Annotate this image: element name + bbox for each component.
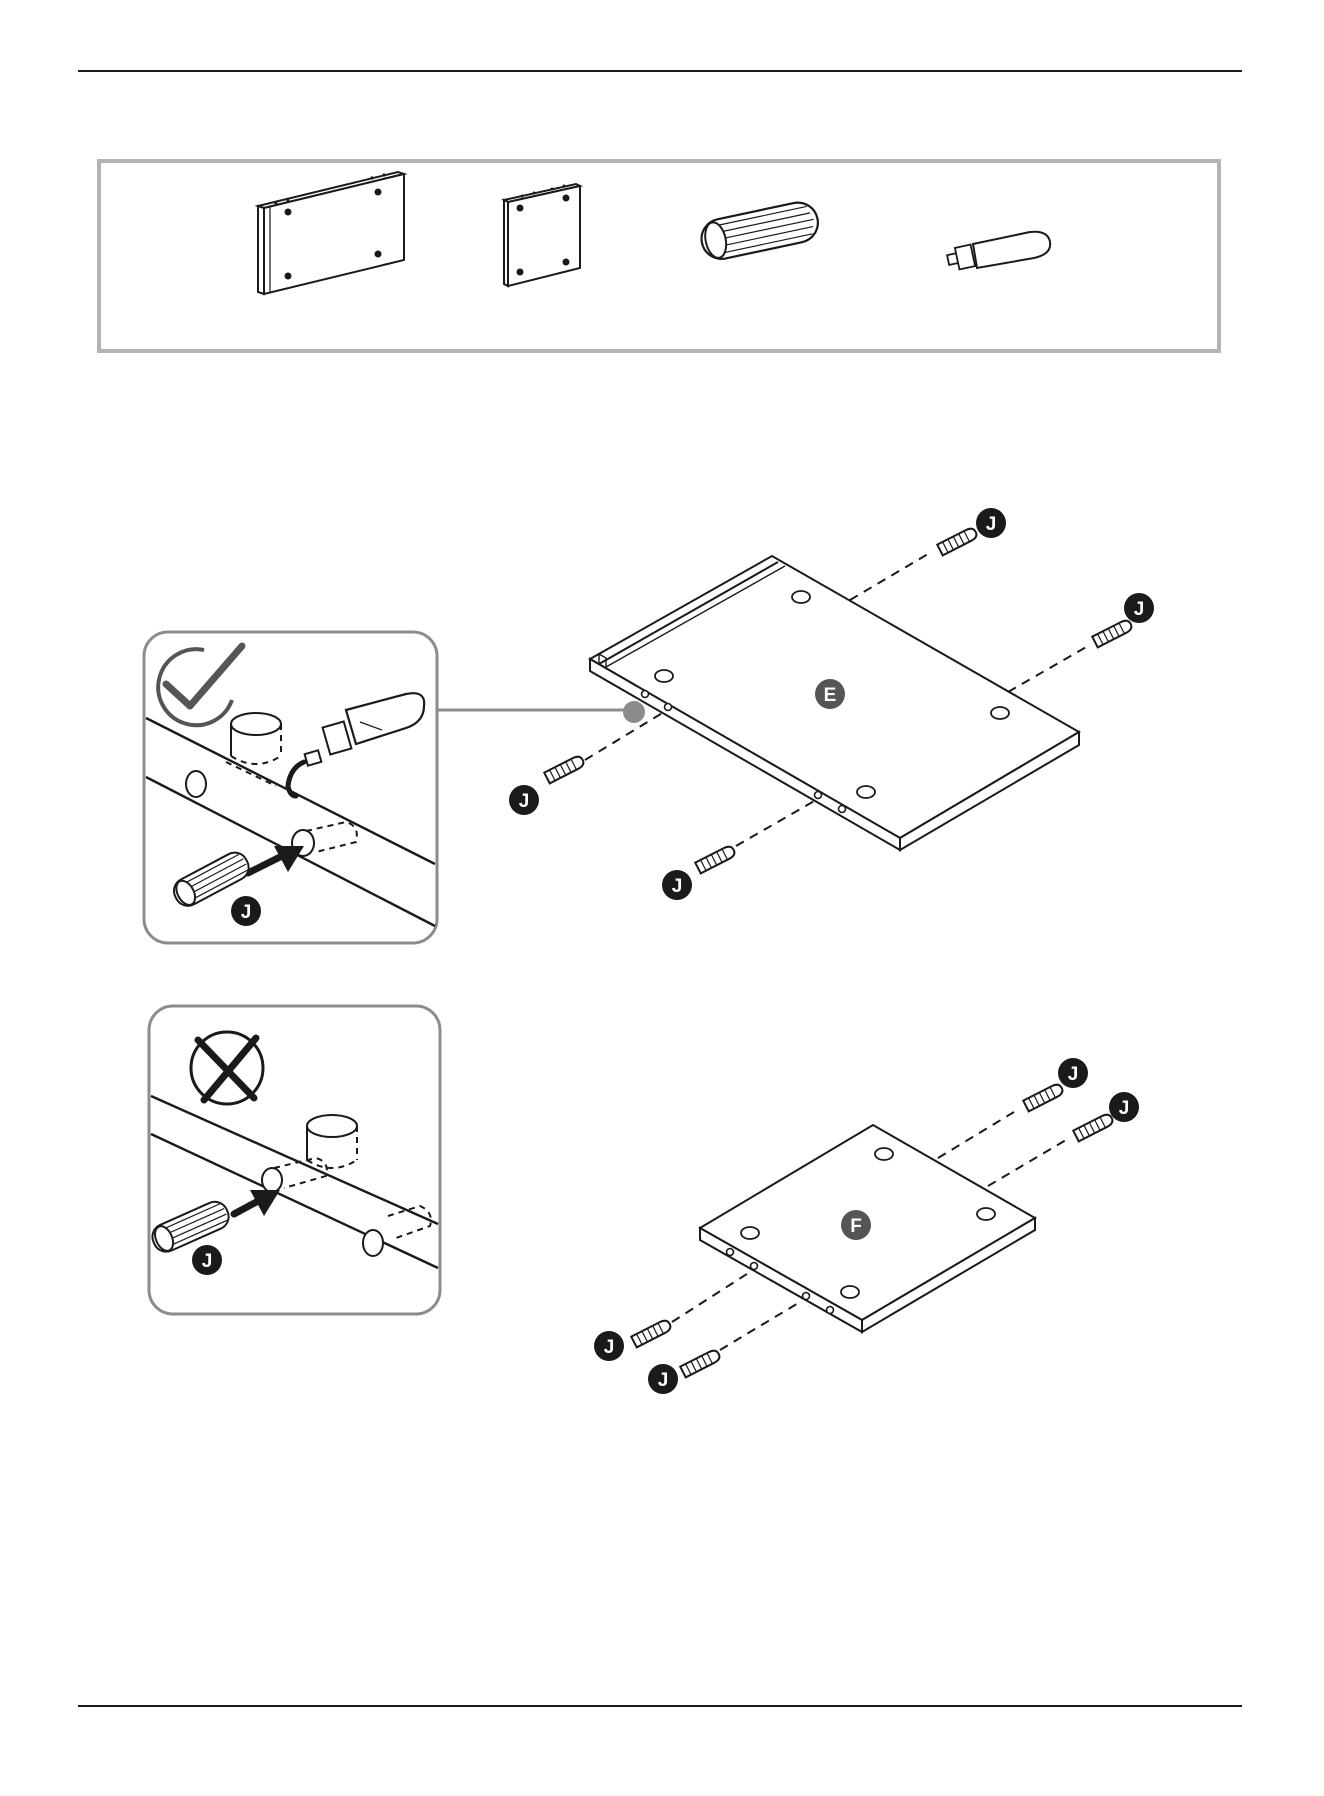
parts-box: [99, 161, 1219, 351]
badge-dowel-j: J: [594, 1331, 624, 1361]
dowel-j: [680, 1348, 721, 1377]
cam-hole: [977, 1208, 995, 1220]
badge-panel-e: E: [815, 679, 845, 709]
cam-hole: [991, 707, 1009, 719]
dowel-j: [1023, 1082, 1064, 1111]
svg-text:J: J: [1119, 1098, 1130, 1119]
detail-correct: J: [144, 632, 437, 943]
dowel-j: [1073, 1112, 1114, 1141]
badge-dowel-j: J: [648, 1364, 678, 1394]
svg-text:J: J: [1134, 599, 1145, 620]
dowel-hole: [186, 771, 206, 797]
badge-dowel-j: J: [192, 1245, 222, 1275]
badge-dowel-j: J: [509, 785, 539, 815]
dowel-j: [631, 1318, 672, 1347]
cam-hole: [857, 786, 875, 798]
dowel-j: [695, 844, 736, 873]
detail-incorrect: J: [148, 1006, 440, 1314]
panel-f-assembly: F J J J J: [594, 1058, 1139, 1394]
svg-text:J: J: [672, 876, 683, 897]
cam-hole: [792, 591, 810, 603]
svg-text:J: J: [1068, 1064, 1079, 1085]
dowel-j: [1092, 618, 1133, 647]
svg-text:J: J: [986, 514, 997, 535]
badge-dowel-j: J: [662, 870, 692, 900]
dowel-j: [544, 754, 585, 783]
cam-hole: [655, 670, 673, 682]
svg-text:J: J: [658, 1370, 669, 1391]
svg-text:J: J: [241, 902, 252, 923]
cam-hole: [841, 1286, 859, 1298]
badge-dowel-j: J: [1124, 593, 1154, 623]
zoom-connector-dot: [623, 701, 645, 723]
dowel-hole: [363, 1230, 383, 1256]
badge-dowel-j: J: [231, 896, 261, 926]
cam-hole: [875, 1148, 893, 1160]
badge-dowel-j: J: [976, 508, 1006, 538]
badge-dowel-j: J: [1058, 1058, 1088, 1088]
svg-text:J: J: [519, 791, 530, 812]
cam-hole: [741, 1227, 759, 1239]
panel-e-assembly: E J J J J: [509, 508, 1154, 900]
badge-panel-f: F: [841, 1210, 871, 1240]
dowel-j: [937, 526, 978, 555]
svg-text:J: J: [604, 1337, 615, 1358]
svg-text:J: J: [202, 1251, 213, 1272]
svg-text:E: E: [824, 685, 837, 706]
badge-dowel-j: J: [1109, 1092, 1139, 1122]
part-thumbnail-panel-f: [504, 184, 580, 286]
svg-text:F: F: [850, 1216, 862, 1237]
